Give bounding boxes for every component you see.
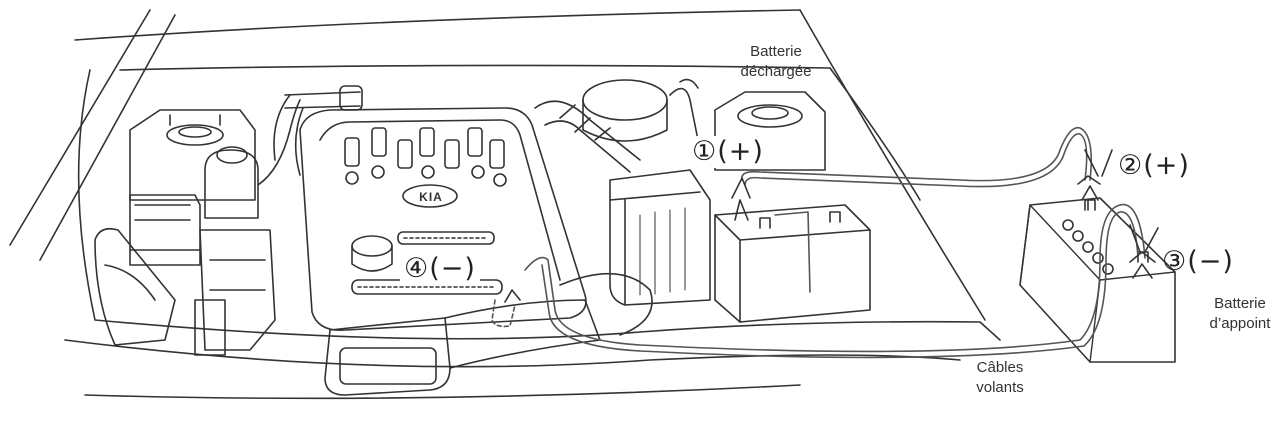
- car-body-outline: [9, 9, 1001, 400]
- jumper-cables-label-line2: volants: [976, 379, 1024, 396]
- booster-battery-label-line2: d’appoint: [1209, 315, 1271, 332]
- front-left-components: [94, 227, 276, 356]
- engine-logo: KIA: [419, 190, 443, 204]
- upper-hoses: [273, 85, 363, 176]
- booster-battery-label-line1: Batterie: [1214, 295, 1266, 312]
- clamps: [504, 149, 1159, 303]
- step-2-positive-booster: ②(+): [1118, 150, 1190, 181]
- discharged-battery: [714, 204, 871, 323]
- intake-hose: [534, 100, 641, 173]
- jumper-cables-label-line1: Câbles: [976, 359, 1024, 376]
- right-strut-tower: [714, 91, 826, 171]
- fuse-box: [129, 194, 201, 266]
- step-3-negative-booster: ③(−): [1162, 246, 1234, 277]
- step-1-positive-discharged: ①(+): [688, 136, 768, 168]
- jumper-cables: [491, 126, 1146, 359]
- discharged-battery-label-line2: déchargée: [740, 63, 812, 80]
- discharged-battery-label: Batterie déchargée: [728, 42, 824, 82]
- discharged-battery-label-line1: Batterie: [750, 43, 802, 60]
- booster-battery: [1019, 197, 1176, 363]
- booster-battery-label: Batterie d’appoint: [1196, 294, 1284, 334]
- air-filter-box: [609, 169, 711, 306]
- left-strut-tower: [129, 109, 256, 201]
- jumper-cables-label: Câbles volants: [955, 358, 1045, 398]
- step-4-negative-engine: ④(−): [400, 253, 480, 285]
- engine-cover: [299, 107, 587, 331]
- brake-booster: [582, 78, 701, 151]
